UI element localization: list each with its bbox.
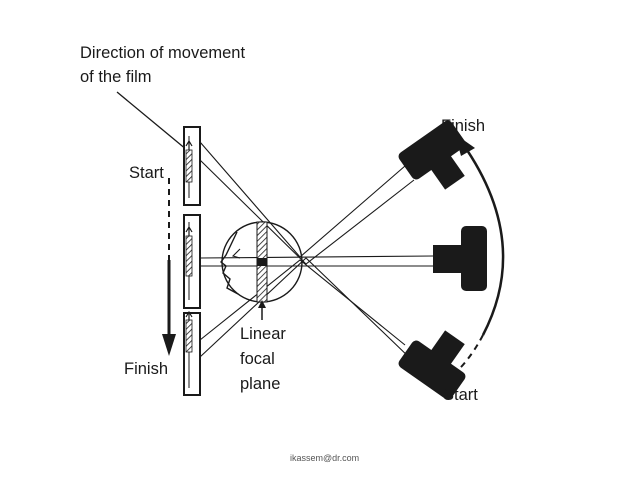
title-leader-line xyxy=(116,91,188,151)
xray-tube-finish xyxy=(398,120,466,190)
beam-lines xyxy=(199,141,434,361)
focal-point-marker xyxy=(257,258,267,266)
focal-plane-pointer-head xyxy=(258,300,266,308)
xray-tube-middle xyxy=(433,226,487,291)
film-finish-label: Finish xyxy=(124,360,168,378)
film-cassette-bottom xyxy=(183,310,201,396)
plane-label-line-1: Linear xyxy=(240,325,286,343)
tube-start-label: Start xyxy=(443,386,478,404)
film-motion-arrowhead xyxy=(162,334,176,356)
patient-head xyxy=(220,221,303,303)
film-cassette-middle xyxy=(183,214,201,309)
film-cassette-top xyxy=(183,126,201,206)
plane-label-line-3: plane xyxy=(240,375,280,393)
plane-label-line-2: focal xyxy=(240,350,275,368)
tube-motion-arc-solid xyxy=(465,149,505,336)
tube-finish-label: Finish xyxy=(441,117,485,135)
xray-tube-start xyxy=(398,330,466,400)
tube-motion-arc-dashed xyxy=(451,334,484,377)
film-start-label: Start xyxy=(129,164,164,182)
tube-motion-arrowhead xyxy=(455,134,475,156)
title-line-1: Direction of movement xyxy=(80,44,245,62)
title-line-2: of the film xyxy=(80,68,152,86)
footer-credit: ikassem@dr.com xyxy=(290,453,359,463)
